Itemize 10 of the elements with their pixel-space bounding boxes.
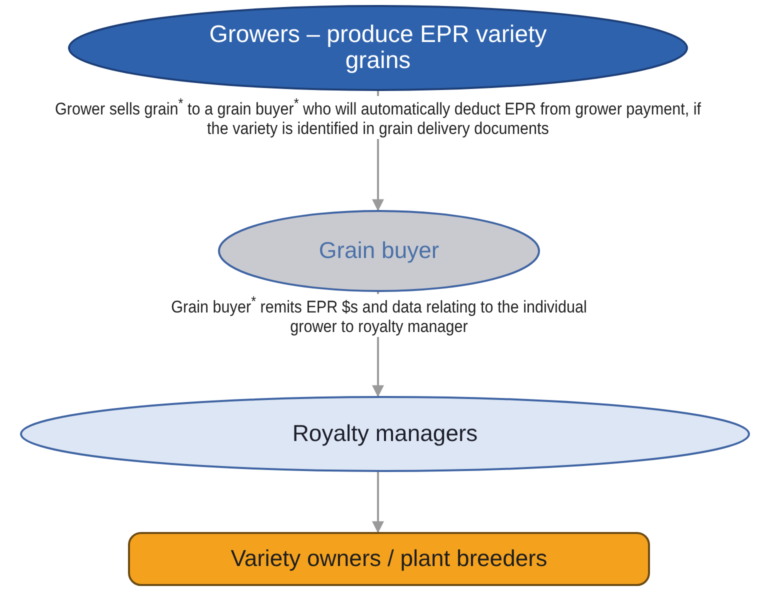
- node-text: Grain buyer: [318, 238, 440, 264]
- oval-node: [20, 396, 750, 472]
- process-box: [128, 532, 650, 586]
- node-text: Variety owners / plant breeders: [230, 546, 548, 572]
- edge-label: Grower sells grain$^{*}$ to a grain buyer$^{*}$ who will automatically deduct EPR from grower payment, if the variety is identified in grain delivery documents: [54, 96, 702, 139]
- oval-node: [68, 5, 688, 91]
- arrow: [372, 472, 384, 534]
- node-text: Growers – produce EPR variety grains: [208, 22, 548, 74]
- oval-node: [218, 210, 540, 292]
- node-text: Royalty managers: [292, 421, 478, 447]
